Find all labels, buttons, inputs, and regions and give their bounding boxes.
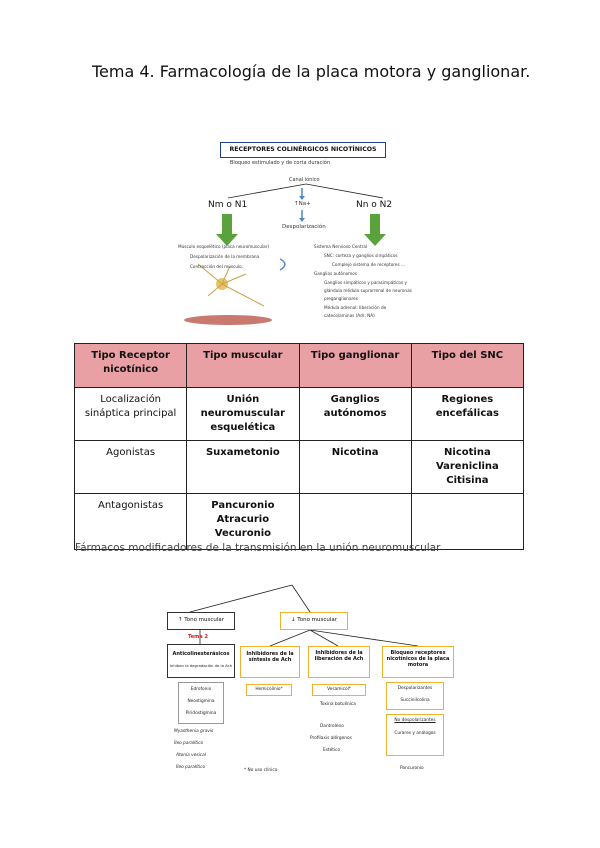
- receptors-diagram: RECEPTORES COLINÉRGICOS NICOTÍNICOS Bloq…: [168, 136, 438, 331]
- drug-item: Pancuronio: [400, 766, 424, 771]
- drug-item: Succinilcolina: [400, 698, 430, 703]
- table-row: Localización sináptica principal Unión n…: [73, 387, 525, 441]
- nmj-diagram-connectors: [189, 584, 419, 647]
- receptors-diagram-connectors: [184, 183, 386, 325]
- drug-item: Dantroleno: [320, 724, 344, 729]
- anticholinesterase-drugs-box: Edrofonio Neostigmina Piridostigmina: [178, 682, 224, 724]
- depolarization-label: Despolarización: [282, 224, 326, 230]
- table-header-cell: Tipo muscular: [186, 343, 300, 388]
- decrease-tone-box: ↓ Tono muscular: [280, 612, 348, 630]
- drug-item: Edrofonio: [190, 687, 212, 692]
- nicotinic-blockers-title: Bloqueo receptores nicotínicos de la pla…: [386, 650, 450, 668]
- synthesis-inhibitors-title: Inhibidores de la síntesis de Ach: [246, 651, 294, 663]
- table-cell: Nicotina: [298, 440, 412, 494]
- table-cell: Pancuronio Atracurio Vecuronio: [186, 493, 300, 550]
- release-inhibitors-title: Inhibidores de la liberación de Ach: [314, 650, 364, 662]
- drug-item: Estético: [323, 748, 341, 753]
- nmj-drugs-diagram: ↑ Tono muscular Tema 2 Anticolinesterási…: [160, 578, 460, 808]
- table-cell: [410, 493, 525, 550]
- anticholinesterase-note: Inhiben la degradación de la Ach: [169, 663, 233, 668]
- anticholinesterase-box: Anticolinesterásicos Inhiben la degradac…: [167, 644, 235, 678]
- footnote: * No uso clínico: [244, 768, 278, 773]
- receptors-diagram-subtitle: Bloqueo estimulado y de corta duración: [230, 160, 330, 166]
- drug-item: Piridostigmina: [185, 711, 217, 716]
- release-drug-box: Vesamicol*: [312, 684, 366, 696]
- left-note: Músculo esquelético (placa neuromuscular…: [178, 244, 270, 249]
- table-cell-line: Atracurio: [216, 514, 270, 525]
- table-row: Antagonistas Pancuronio Atracurio Vecuro…: [73, 493, 525, 550]
- table-cell-line: Citisina: [446, 475, 489, 486]
- left-note: Contracción del músculo.: [190, 264, 243, 269]
- table-cell-label: Agonistas: [73, 440, 188, 494]
- topic-tag: Tema 2: [188, 634, 208, 640]
- table-cell: Regiones encefálicas: [410, 387, 525, 441]
- clinical-use: Íleo paralítico: [176, 765, 206, 770]
- clinical-use: Atonía vesical: [176, 753, 206, 758]
- table-row: Agonistas Suxametonio Nicotina Nicotina …: [73, 440, 525, 494]
- drug-item: Vesamicol*: [327, 687, 351, 692]
- table-cell: Unión neuromuscular esquelética: [186, 387, 300, 441]
- increase-tone-box: ↑ Tono muscular: [167, 612, 235, 630]
- nicotinic-blockers-box: Bloqueo receptores nicotínicos de la pla…: [382, 646, 454, 678]
- right-note: catecolaminas (Adr, NA): [324, 313, 375, 318]
- drug-item: Hemicolinio*: [255, 687, 283, 692]
- drug-item: Profilaxis alérgenos: [310, 736, 352, 741]
- synthesis-drug-box: Hemicolinio*: [246, 684, 292, 696]
- depolarizing-box: Despolarizantes Succinilcolina: [386, 682, 444, 710]
- right-note: Ganglios simpáticos y parasimpáticos y: [324, 280, 407, 285]
- right-note: glándula médula suprarrenal de neuronas: [324, 288, 412, 293]
- nn-receptor-node: Nn o N2: [356, 200, 393, 210]
- left-note: Despolarización de la membrana: [190, 254, 260, 259]
- release-inhibitors-box: Inhibidores de la liberación de Ach: [308, 646, 370, 678]
- table-cell-label: Localización sináptica principal: [73, 387, 188, 441]
- right-note: Médula adrenal: liberación de: [324, 305, 387, 310]
- clinical-use: Íleo paralítico: [174, 741, 204, 746]
- receptors-diagram-title: RECEPTORES COLINÉRGICOS NICOTÍNICOS: [220, 142, 386, 158]
- ion-channel-label: Canal iónico: [289, 177, 320, 183]
- table-cell-line: Vecuronio: [214, 528, 271, 539]
- table-header-cell: Tipo ganglionar: [298, 343, 412, 388]
- right-note: Sistema Nervioso Central: [314, 244, 368, 249]
- clinical-use: Myasthenia gravis: [174, 729, 214, 734]
- right-note: SNC: corteza y ganglios simpáticos: [324, 253, 398, 258]
- decrease-tone-label: ↓ Tono muscular: [290, 617, 338, 623]
- sodium-influx-label: ↑Na+: [294, 201, 311, 207]
- table-cell: Ganglios autónomos: [298, 387, 412, 441]
- table-cell-label: Antagonistas: [73, 493, 188, 550]
- table-cell: Suxametonio: [186, 440, 300, 494]
- anticholinesterase-title: Anticolinesterásicos: [172, 651, 230, 657]
- table-cell-line: Vareniclina: [435, 461, 499, 472]
- table-header-cell: Tipo del SNC: [410, 343, 525, 388]
- increase-tone-label: ↑ Tono muscular: [177, 617, 225, 623]
- nicotinic-receptor-table: Tipo Receptor nicotínico Tipo muscular T…: [73, 343, 525, 550]
- drug-item: No despolarizantes: [394, 718, 436, 723]
- non-depolarizing-box: No despolarizantes Curares y análogos: [386, 714, 444, 756]
- synthesis-inhibitors-box: Inhibidores de la síntesis de Ach: [240, 646, 300, 678]
- drug-item: Curares y análogos: [394, 731, 436, 736]
- drug-item: Despolarizantes: [397, 686, 433, 691]
- right-note: Ganglios autónomos: [314, 271, 357, 276]
- right-note: Complejo sistema de receptores ...: [332, 262, 405, 267]
- drug-item: Toxina botulínica: [320, 702, 356, 707]
- table-cell: Nicotina Vareniclina Citisina: [410, 440, 525, 494]
- table-cell-line: Nicotina: [444, 447, 491, 458]
- page-title: Tema 4. Farmacología de la placa motora …: [92, 62, 531, 81]
- drug-item: Neostigmina: [187, 699, 215, 704]
- section-heading: Fármacos modificadores de la transmisión…: [75, 542, 441, 554]
- table-header-cell: Tipo Receptor nicotínico: [73, 343, 188, 388]
- table-header-row: Tipo Receptor nicotínico Tipo muscular T…: [73, 343, 525, 388]
- nm-receptor-node: Nm o N1: [208, 200, 248, 210]
- table-cell: [298, 493, 412, 550]
- right-note: preganglionares: [324, 296, 358, 301]
- table-cell-line: Pancuronio: [211, 500, 275, 511]
